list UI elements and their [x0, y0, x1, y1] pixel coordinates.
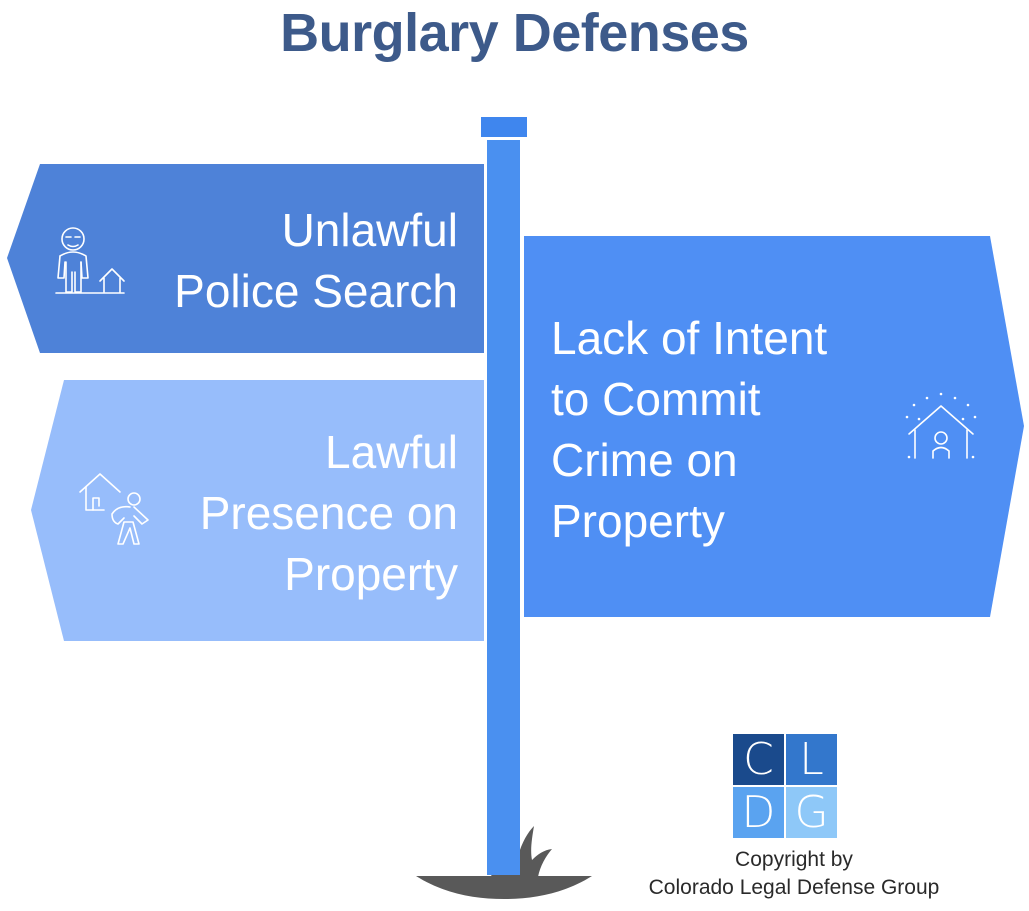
- sign-label-line: Crime on: [551, 434, 738, 486]
- signpost-pole: [487, 140, 520, 875]
- logo-letter-d: D: [733, 787, 784, 838]
- ground-mound: [416, 876, 592, 899]
- sign-lawful-presence: [31, 380, 484, 641]
- sign-label-line: Unlawful: [281, 204, 458, 256]
- copyright-notice: Copyright by Colorado Legal Defense Grou…: [600, 846, 988, 902]
- sign-label-line: Police Search: [174, 265, 458, 317]
- sign-label-lack-of-intent: Lack of Intent to Commit Crime on Proper…: [551, 308, 891, 552]
- person-near-house-icon: [55, 227, 125, 294]
- sign-label-lawful-presence: Lawful Presence on Property: [120, 422, 458, 605]
- sign-label-line: Lack of Intent: [551, 312, 828, 364]
- sign-label-line: Presence on: [199, 487, 458, 539]
- sign-label-line: to Commit: [551, 373, 761, 425]
- logo-letter-g: G: [786, 787, 837, 838]
- person-in-house-icon: [905, 392, 977, 459]
- sign-label-line: Property: [551, 495, 725, 547]
- copyright-line: Copyright by: [735, 848, 853, 871]
- signpost-cap: [481, 117, 527, 137]
- sign-label-line: Property: [284, 548, 458, 600]
- sign-label-unlawful-police-search: Unlawful Police Search: [120, 200, 458, 322]
- copyright-line: Colorado Legal Defense Group: [648, 876, 940, 899]
- house-with-fallen-person-icon: [79, 473, 149, 545]
- logo-letter-c: C: [733, 734, 784, 785]
- logo-letter-l: L: [786, 734, 837, 785]
- page-title: Burglary Defenses: [280, 3, 749, 63]
- sign-lack-of-intent: [524, 236, 1024, 617]
- sign-unlawful-police-search: [7, 164, 484, 353]
- sign-label-line: Lawful: [325, 426, 458, 478]
- cldg-logo: C L D G: [733, 734, 837, 838]
